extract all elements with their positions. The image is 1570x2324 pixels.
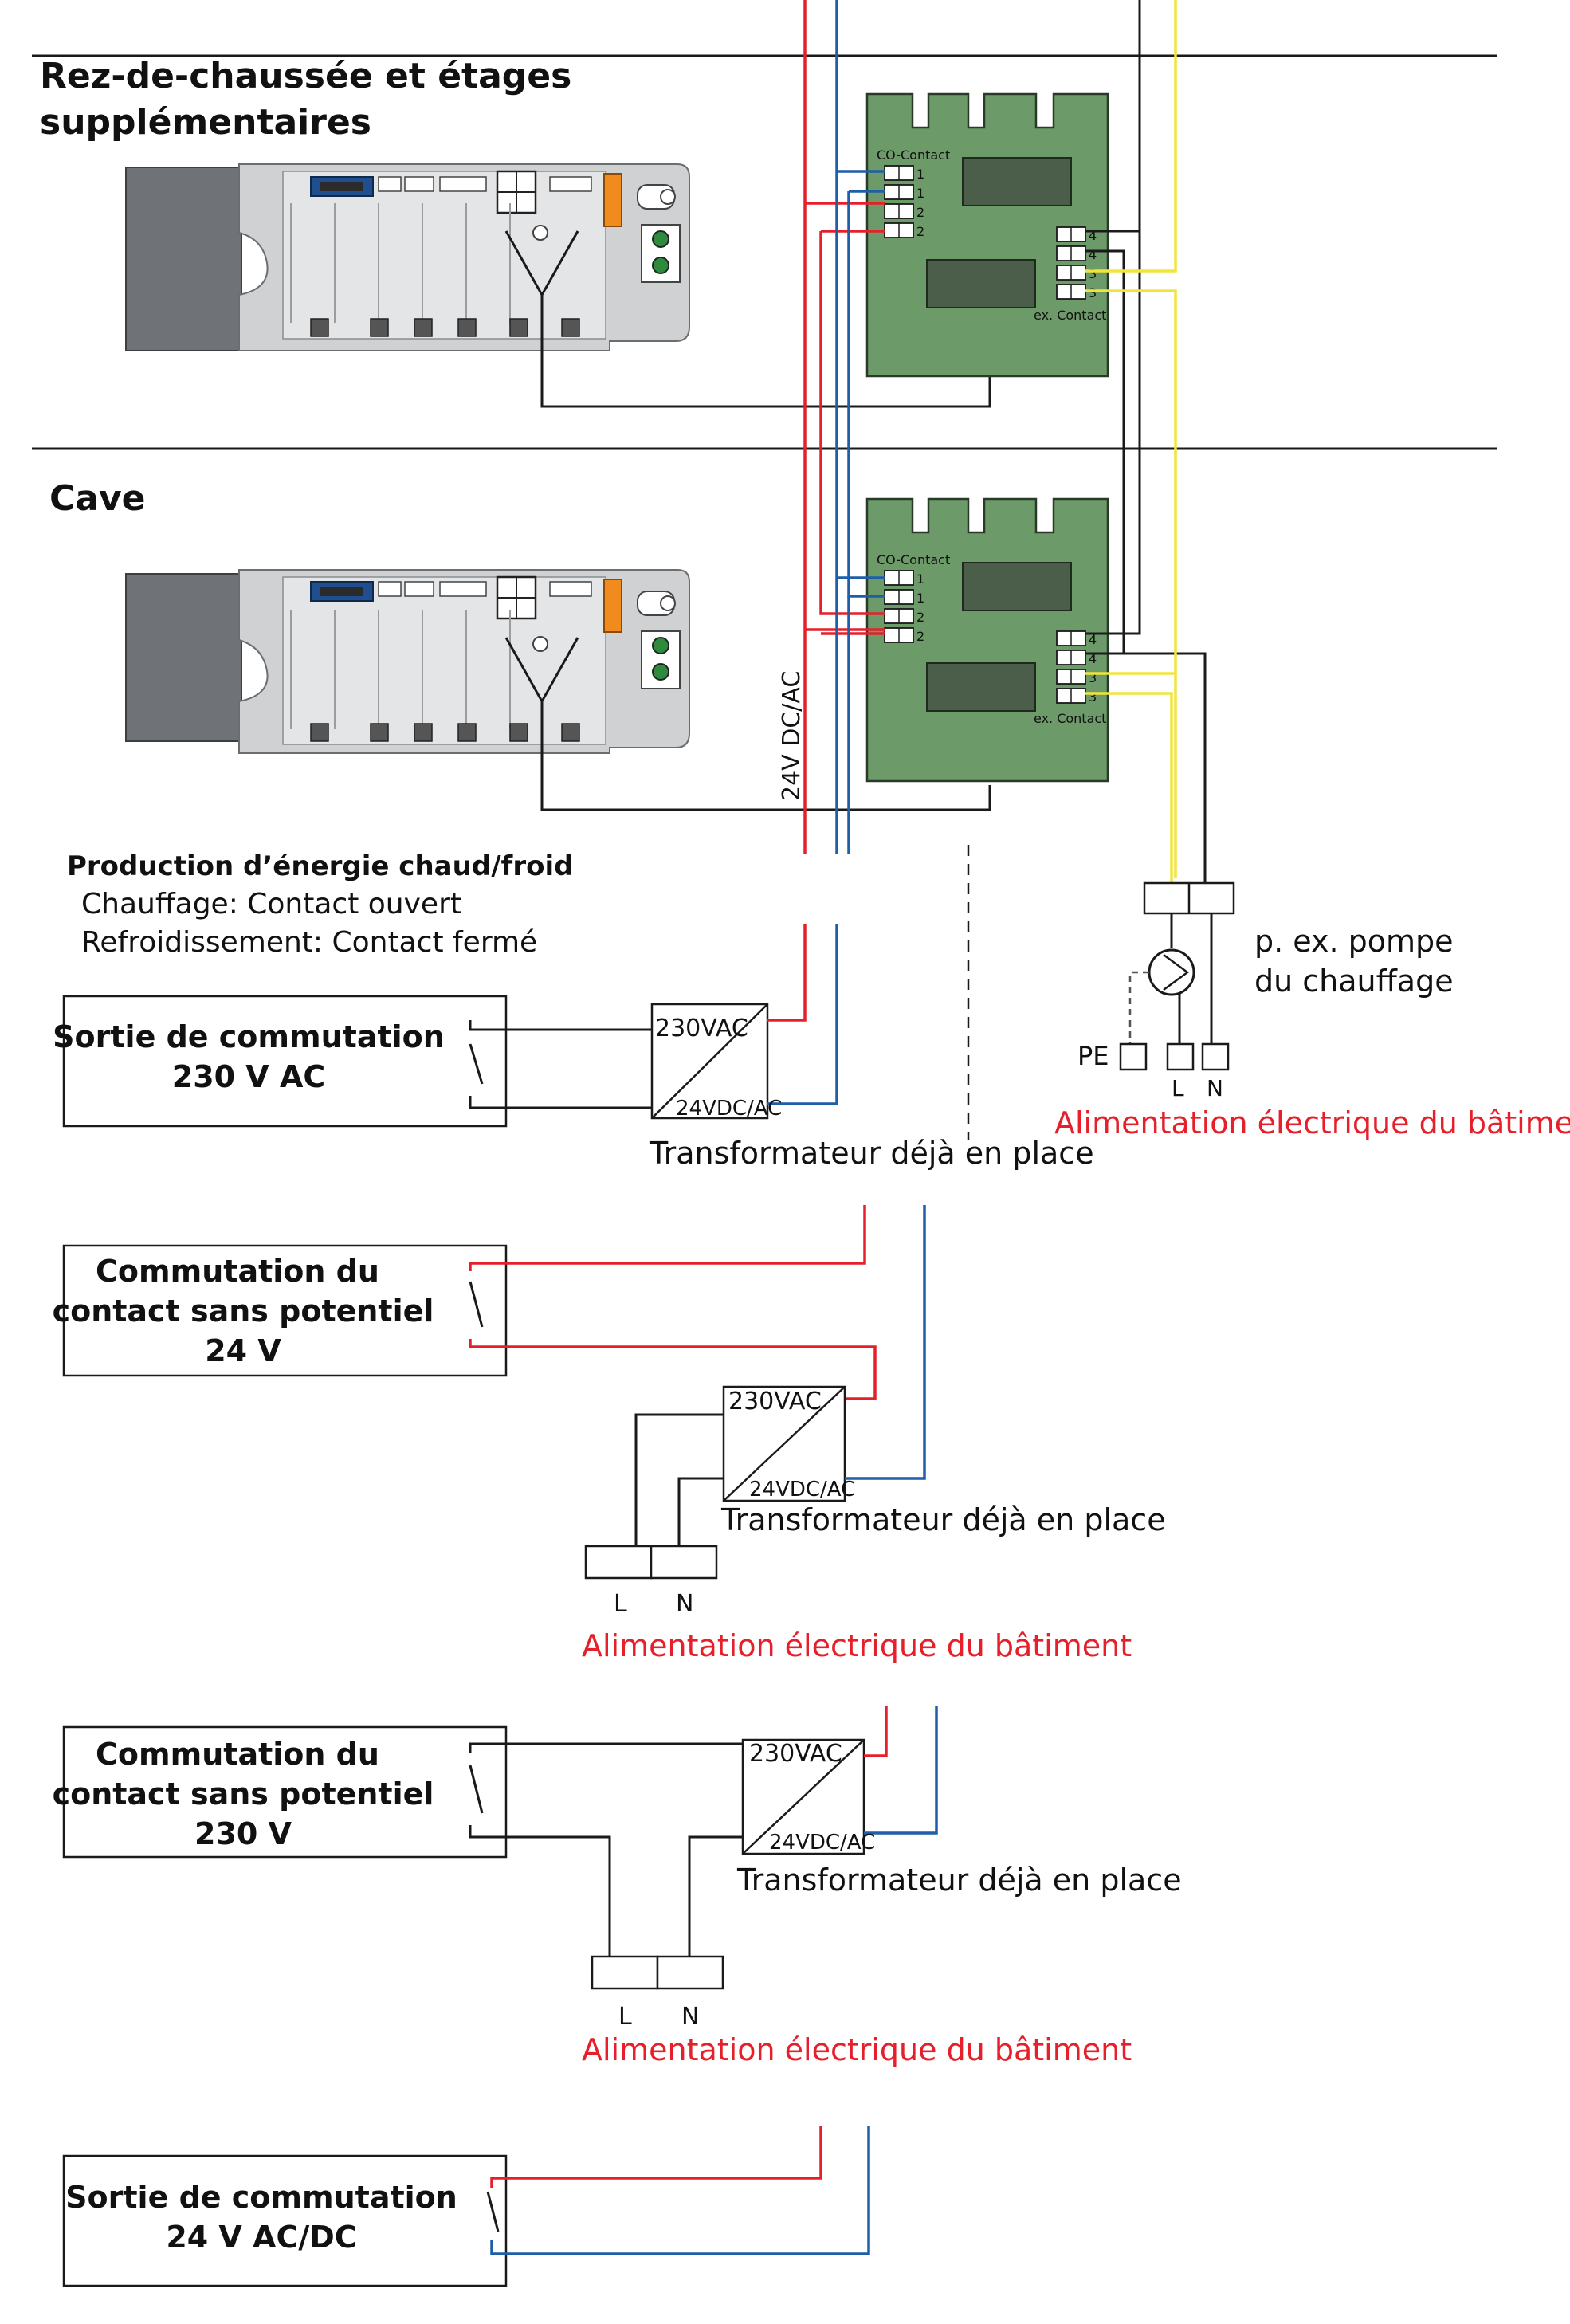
upper-term-left-3: 2 bbox=[916, 205, 924, 220]
controller-upper bbox=[125, 163, 690, 351]
basement-title: Cave bbox=[49, 478, 146, 519]
option4-box bbox=[62, 2154, 508, 2287]
upper-term-left-4: 2 bbox=[916, 224, 924, 239]
external-contact-wires bbox=[1085, 0, 1207, 883]
option3-transformer-in: 230VAC bbox=[749, 1740, 842, 1768]
basement-term-left-3: 2 bbox=[916, 610, 924, 625]
option3-n-label: N bbox=[681, 2003, 699, 2031]
option2-transformer-out: 24VDC/AC bbox=[749, 1478, 855, 1502]
option2-wiring bbox=[469, 1205, 926, 1580]
option2-line1: Commutation du bbox=[96, 1254, 379, 1289]
option4-line1: Sortie de commutation bbox=[65, 2180, 457, 2215]
option1-box bbox=[62, 995, 508, 1128]
basement-term-right-2: 4 bbox=[1089, 651, 1097, 666]
option4-wiring bbox=[486, 2126, 870, 2255]
basement-term-left-2: 1 bbox=[916, 591, 924, 606]
option3-line3: 230 V bbox=[194, 1816, 292, 1851]
upper-term-right-2: 4 bbox=[1089, 247, 1097, 262]
upper-floor-title-line1: Rez-de-chaussée et étages bbox=[40, 56, 571, 96]
option2-power-label: Alimentation électrique du bâtiment bbox=[582, 1628, 1132, 1663]
option1-line2: 230 V AC bbox=[172, 1059, 326, 1094]
module-basement bbox=[865, 497, 1109, 783]
basement-term-right-4: 3 bbox=[1089, 689, 1097, 705]
option2-box bbox=[62, 1244, 508, 1377]
pump-label-line1: p. ex. pompe bbox=[1254, 924, 1454, 959]
upper-floor-title-line2: supplémentaires bbox=[40, 102, 371, 143]
option2-transformer-caption: Transformateur déjà en place bbox=[720, 1502, 1166, 1537]
upper-term-right-1: 4 bbox=[1089, 228, 1097, 243]
upper-term-right-4: 3 bbox=[1089, 285, 1097, 300]
basement-ex-contact-label: ex. Contact bbox=[1034, 711, 1106, 726]
basement-term-left-1: 1 bbox=[916, 571, 924, 587]
upper-term-left-1: 1 bbox=[916, 167, 924, 182]
bus-wires bbox=[803, 0, 885, 854]
option1-wiring bbox=[469, 924, 838, 1120]
option2-transformer-in: 230VAC bbox=[728, 1388, 822, 1415]
basement-term-right-1: 4 bbox=[1089, 632, 1097, 647]
bus-voltage-label: 24V DC/AC bbox=[778, 671, 806, 801]
pump-pe-label: PE bbox=[1077, 1041, 1109, 1071]
pump-l-label: L bbox=[1172, 1075, 1184, 1101]
option1-transformer-in: 230VAC bbox=[655, 1015, 748, 1042]
basement-controller-cable bbox=[504, 637, 991, 811]
basement-co-contact-label: CO-Contact bbox=[877, 552, 950, 567]
option3-power-label: Alimentation électrique du bâtiment bbox=[582, 2032, 1132, 2067]
controller-basement bbox=[125, 569, 690, 754]
option1-transformer-out: 24VDC/AC bbox=[676, 1097, 782, 1121]
option3-l-label: L bbox=[618, 2003, 632, 2031]
option2-l-label: L bbox=[614, 1590, 627, 1618]
energy-heating-line: Chauffage: Contact ouvert bbox=[81, 888, 461, 921]
option3-transformer-out: 24VDC/AC bbox=[769, 1831, 875, 1855]
option2-line3: 24 V bbox=[205, 1333, 281, 1368]
upper-ex-contact-label: ex. Contact bbox=[1034, 308, 1106, 323]
basement-term-left-4: 2 bbox=[916, 629, 924, 644]
pump-power-label: Alimentation électrique du bâtiment bbox=[1054, 1105, 1570, 1140]
upper-co-contact-label: CO-Contact bbox=[877, 147, 950, 163]
option3-wiring bbox=[469, 1706, 938, 1990]
upper-term-right-3: 3 bbox=[1089, 266, 1097, 281]
option1-line1: Sortie de commutation bbox=[53, 1019, 445, 1054]
energy-cooling-line: Refroidissement: Contact fermé bbox=[81, 926, 537, 959]
option2-n-label: N bbox=[676, 1590, 693, 1618]
option1-transformer-caption: Transformateur déjà en place bbox=[649, 1136, 1094, 1171]
energy-title: Production d’énergie chaud/froid bbox=[67, 850, 573, 882]
option3-transformer-caption: Transformateur déjà en place bbox=[736, 1863, 1182, 1898]
module-upper bbox=[865, 92, 1109, 378]
pump-symbol bbox=[1119, 881, 1235, 1071]
option4-line2: 24 V AC/DC bbox=[166, 2220, 356, 2255]
option2-line2: contact sans potentiel bbox=[53, 1294, 434, 1329]
option3-box bbox=[62, 1725, 508, 1859]
basement-term-right-3: 3 bbox=[1089, 670, 1097, 685]
option3-line2: contact sans potentiel bbox=[53, 1776, 434, 1812]
upper-term-left-2: 1 bbox=[916, 186, 924, 201]
upper-controller-cable bbox=[504, 230, 991, 408]
pump-n-label: N bbox=[1207, 1075, 1223, 1101]
pump-label-line2: du chauffage bbox=[1254, 964, 1454, 999]
option3-line1: Commutation du bbox=[96, 1737, 379, 1772]
